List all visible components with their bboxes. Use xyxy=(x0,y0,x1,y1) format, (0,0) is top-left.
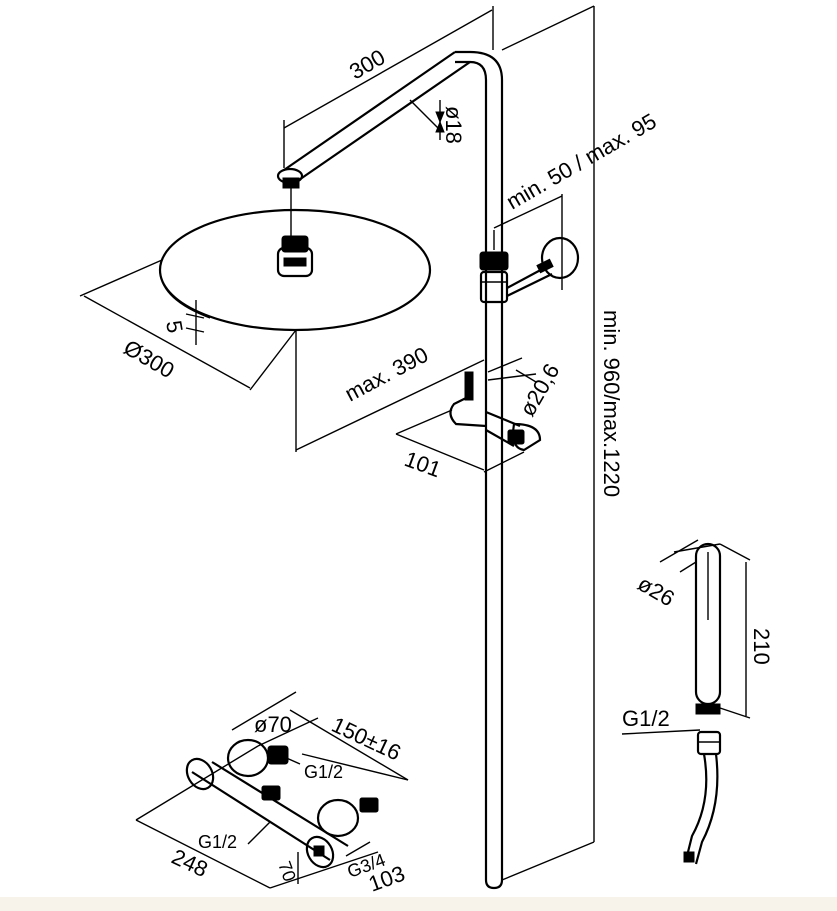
holder-diameter-label: ø20,6 xyxy=(515,359,565,420)
hand-thread-callout: G1/2 xyxy=(621,706,701,735)
head-diameter-label: Ø300 xyxy=(120,335,179,384)
hand-shower-holder xyxy=(449,371,542,452)
max-reach-dimension: max. 390 xyxy=(295,330,485,452)
max-reach-label: max. 390 xyxy=(341,342,433,407)
hand-shower xyxy=(683,542,722,865)
arm-length-label: 300 xyxy=(345,44,389,84)
holder-diameter-dimension: ø20,6 xyxy=(487,357,565,421)
bottom-strip xyxy=(0,897,837,911)
valve-outlet-thread-label: G1/2 xyxy=(304,762,343,782)
bracket-offset-label: min. 50 / max. 95 xyxy=(502,108,661,214)
hand-diameter-label: ø26 xyxy=(634,571,679,612)
shower-column xyxy=(455,50,504,890)
valve-outlet-thread-callout: G1/2 xyxy=(281,755,343,782)
head-thickness-label: 5 xyxy=(161,319,188,335)
head-thickness-dimension: 5 xyxy=(161,300,205,345)
arm-diameter-label: ø18 xyxy=(441,106,466,144)
valve-centers-label: 150±16 xyxy=(328,712,405,766)
hand-thread-label: G1/2 xyxy=(622,706,670,731)
hand-diameter-dimension: ø26 xyxy=(634,539,721,612)
rain-shower-head xyxy=(158,208,432,332)
valve-diameter-label: ø70 xyxy=(254,712,292,737)
thermostatic-valve xyxy=(135,717,379,889)
valve-diameter-dimension: ø70 xyxy=(231,691,297,737)
head-diameter-dimension: Ø300 xyxy=(79,259,297,391)
shower-arm xyxy=(276,51,471,236)
valve-inlet-thread-label: G1/2 xyxy=(198,832,237,852)
hand-length-dimension: 210 xyxy=(719,543,774,719)
valve-depth-label: 70 xyxy=(274,859,300,885)
column-height-label: min. 960/max.1220 xyxy=(599,310,624,497)
arm-diameter-dimension: ø18 xyxy=(409,99,466,144)
valve-inlet-thread-callout: G1/2 xyxy=(198,821,271,852)
column-height-dimension: min. 960/max.1220 xyxy=(501,5,624,881)
wall-bracket xyxy=(479,236,580,304)
holder-depth-dimension: 101 xyxy=(395,409,525,482)
hand-length-label: 210 xyxy=(749,628,774,665)
